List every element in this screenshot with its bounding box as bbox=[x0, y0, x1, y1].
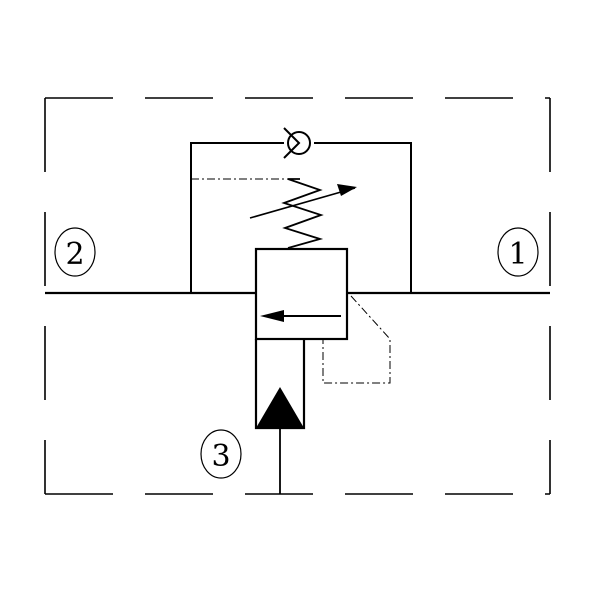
port-2-label: 2 bbox=[65, 237, 84, 272]
port-2-marker: 2 bbox=[54, 227, 96, 277]
pilot-line-right bbox=[322, 295, 391, 384]
enclosure-sides bbox=[44, 98, 551, 494]
port-1-label: 1 bbox=[508, 237, 527, 272]
spring-adjust-arrowhead bbox=[337, 184, 357, 196]
spring-adjust-arrow bbox=[249, 187, 356, 219]
check-valve-icon bbox=[283, 127, 311, 159]
flow-arrowhead bbox=[260, 310, 284, 322]
port-3-marker: 3 bbox=[200, 429, 242, 479]
valve-body bbox=[254, 247, 349, 341]
port-1-marker: 1 bbox=[497, 227, 539, 277]
enclosure-outline bbox=[45, 97, 550, 495]
bypass-line bbox=[190, 142, 412, 293]
port-3-label: 3 bbox=[211, 439, 230, 474]
pilot-triangle-icon bbox=[256, 387, 304, 428]
adjustable-spring-icon bbox=[281, 178, 324, 249]
